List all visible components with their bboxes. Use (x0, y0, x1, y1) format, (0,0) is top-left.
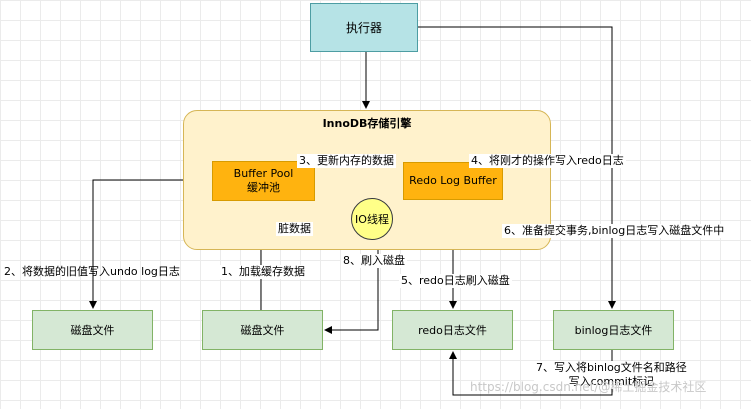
redo-log-file-label: redo日志文件 (418, 324, 487, 337)
step2-label: 2、将数据的旧值写入undo log日志 (4, 265, 180, 278)
disk-file-label-1: 磁盘文件 (70, 324, 115, 337)
step7-line1: 7、写入将binlog文件名和路径 (536, 361, 687, 374)
edge-executor-binlog (418, 26, 616, 309)
redo-log-file-node: redo日志文件 (392, 310, 513, 350)
dirty-data-label: 脏数据 (276, 222, 313, 236)
buffer-pool-node: Buffer Pool 缓冲池 (212, 161, 315, 201)
io-thread-label: IO线程 (355, 213, 389, 226)
step6-label: 6、准备提交事务,binlog日志写入磁盘文件中 (502, 224, 727, 238)
binlog-file-node: binlog日志文件 (553, 310, 674, 350)
disk-file-node-2: 磁盘文件 (202, 310, 323, 350)
redo-log-buffer-node: Redo Log Buffer (403, 162, 503, 200)
step1-label: 1、加载缓存数据 (219, 265, 307, 279)
step5-label: 5、redo日志刷入磁盘 (399, 274, 512, 288)
executor-label: 执行器 (345, 21, 382, 35)
redo-log-buffer-label: Redo Log Buffer (409, 174, 497, 187)
edge-bufferpool-disk1 (89, 179, 212, 309)
disk-file-node-1: 磁盘文件 (32, 310, 153, 350)
edge-io-disk2 (324, 240, 379, 334)
io-thread-node: IO线程 (351, 198, 393, 240)
innodb-title: InnoDB存储引擎 (322, 117, 412, 130)
step8-label: 8、刷入磁盘 (341, 254, 407, 268)
step3-label: 3、更新内存的数据 (297, 154, 396, 168)
step7-line2: 写入commit标记 (568, 375, 655, 388)
executor-node: 执行器 (310, 3, 418, 52)
step4-label: 4、将刚才的操作写入redo日志 (469, 154, 626, 168)
buffer-pool-subtitle: 缓冲池 (246, 181, 280, 194)
buffer-pool-title: Buffer Pool (233, 167, 294, 180)
step7-label: 7、写入将binlog文件名和路径 写入commit标记 (534, 361, 689, 389)
watermark: https://blog.csdn.net/@稀土掘金技术社区 (470, 380, 707, 394)
disk-file-label-2: 磁盘文件 (240, 324, 285, 337)
binlog-file-label: binlog日志文件 (574, 324, 653, 337)
